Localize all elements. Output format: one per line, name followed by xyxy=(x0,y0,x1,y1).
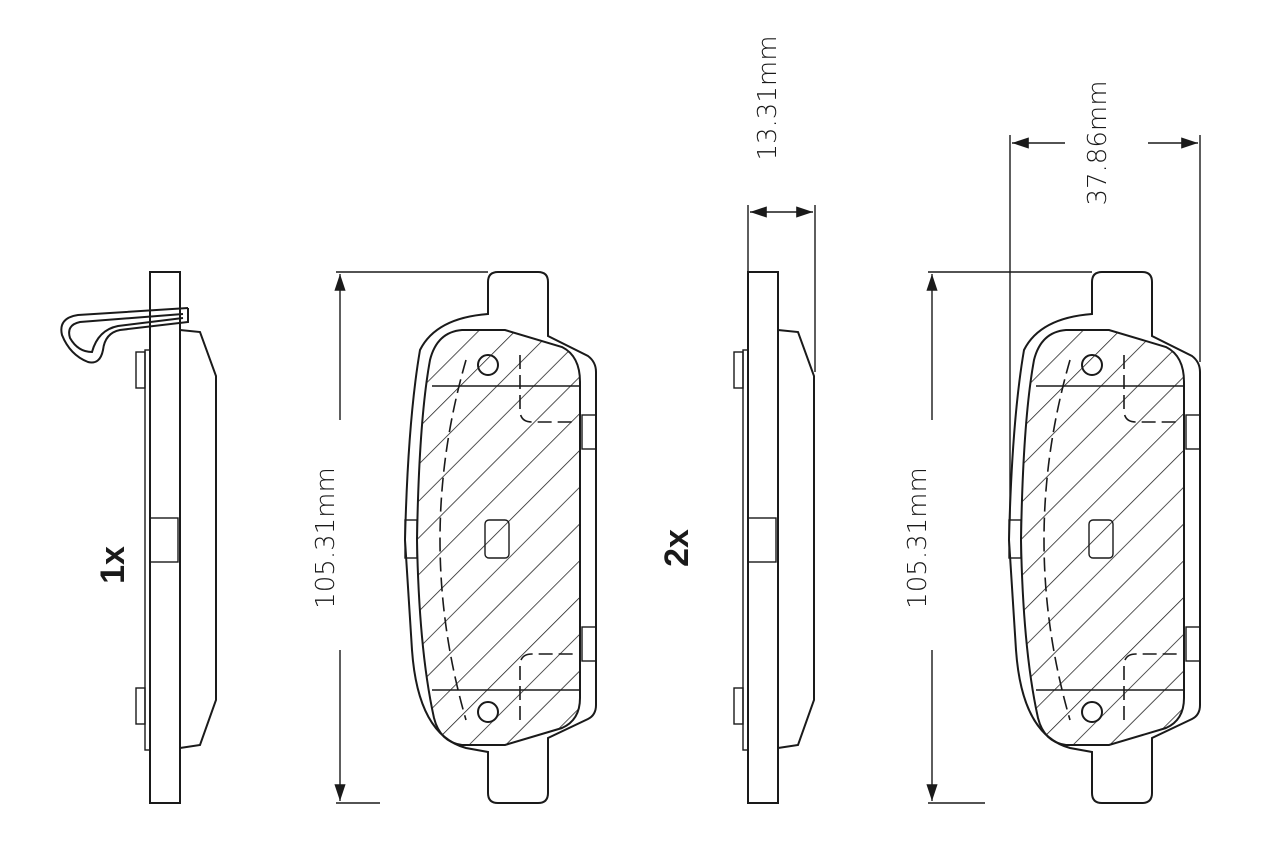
height-dim-label-1: 105.31mm xyxy=(311,467,341,609)
quantity-label-1: 1x xyxy=(94,546,132,584)
side-view-pad-2 xyxy=(733,271,815,804)
thickness-dim-label: 13.31mm xyxy=(753,35,783,160)
width-dimension xyxy=(1009,135,1201,520)
side-view-pad-1 xyxy=(60,271,217,804)
height-dim-label-2: 105.31mm xyxy=(903,467,933,609)
height-dimension-1 xyxy=(334,271,488,804)
front-view-pad-2 xyxy=(1008,271,1201,804)
wear-clip xyxy=(60,307,189,364)
front-view-pad-1 xyxy=(404,271,597,804)
quantity-label-2: 2x xyxy=(658,529,696,567)
thickness-dimension xyxy=(747,205,816,372)
width-dim-label: 37.86mm xyxy=(1083,80,1113,205)
